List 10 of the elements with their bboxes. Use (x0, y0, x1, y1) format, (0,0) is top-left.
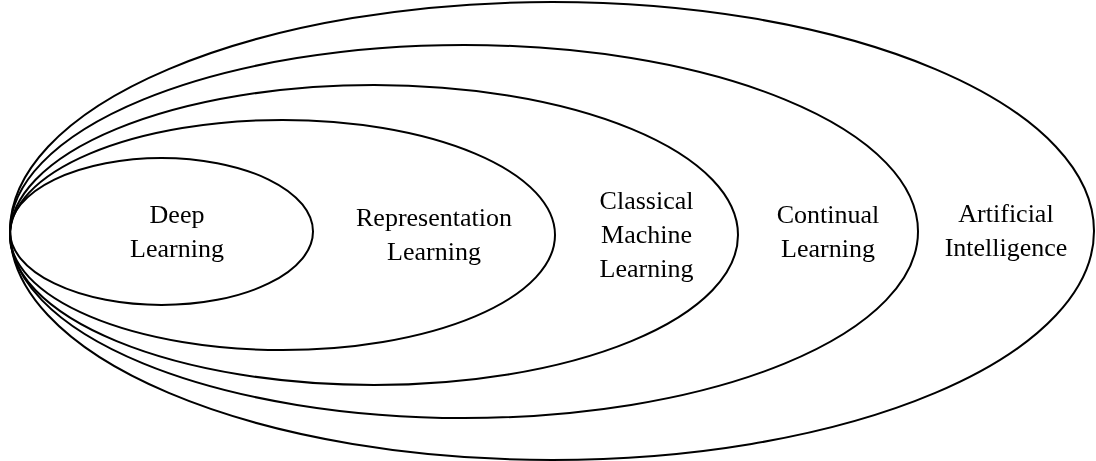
set-ellipse (10, 45, 918, 418)
set-ellipse (10, 120, 555, 350)
set-ellipse (10, 2, 1094, 460)
set-label: Representation Learning (355, 202, 513, 268)
set-label: Classical Machine Learning (598, 185, 695, 285)
set-ellipse (10, 158, 313, 305)
set-label: Artificial Intelligence (943, 198, 1069, 264)
set-ellipse (10, 85, 738, 385)
set-label: Deep Learning (129, 198, 225, 265)
set-label: Continual Learning (775, 198, 881, 265)
